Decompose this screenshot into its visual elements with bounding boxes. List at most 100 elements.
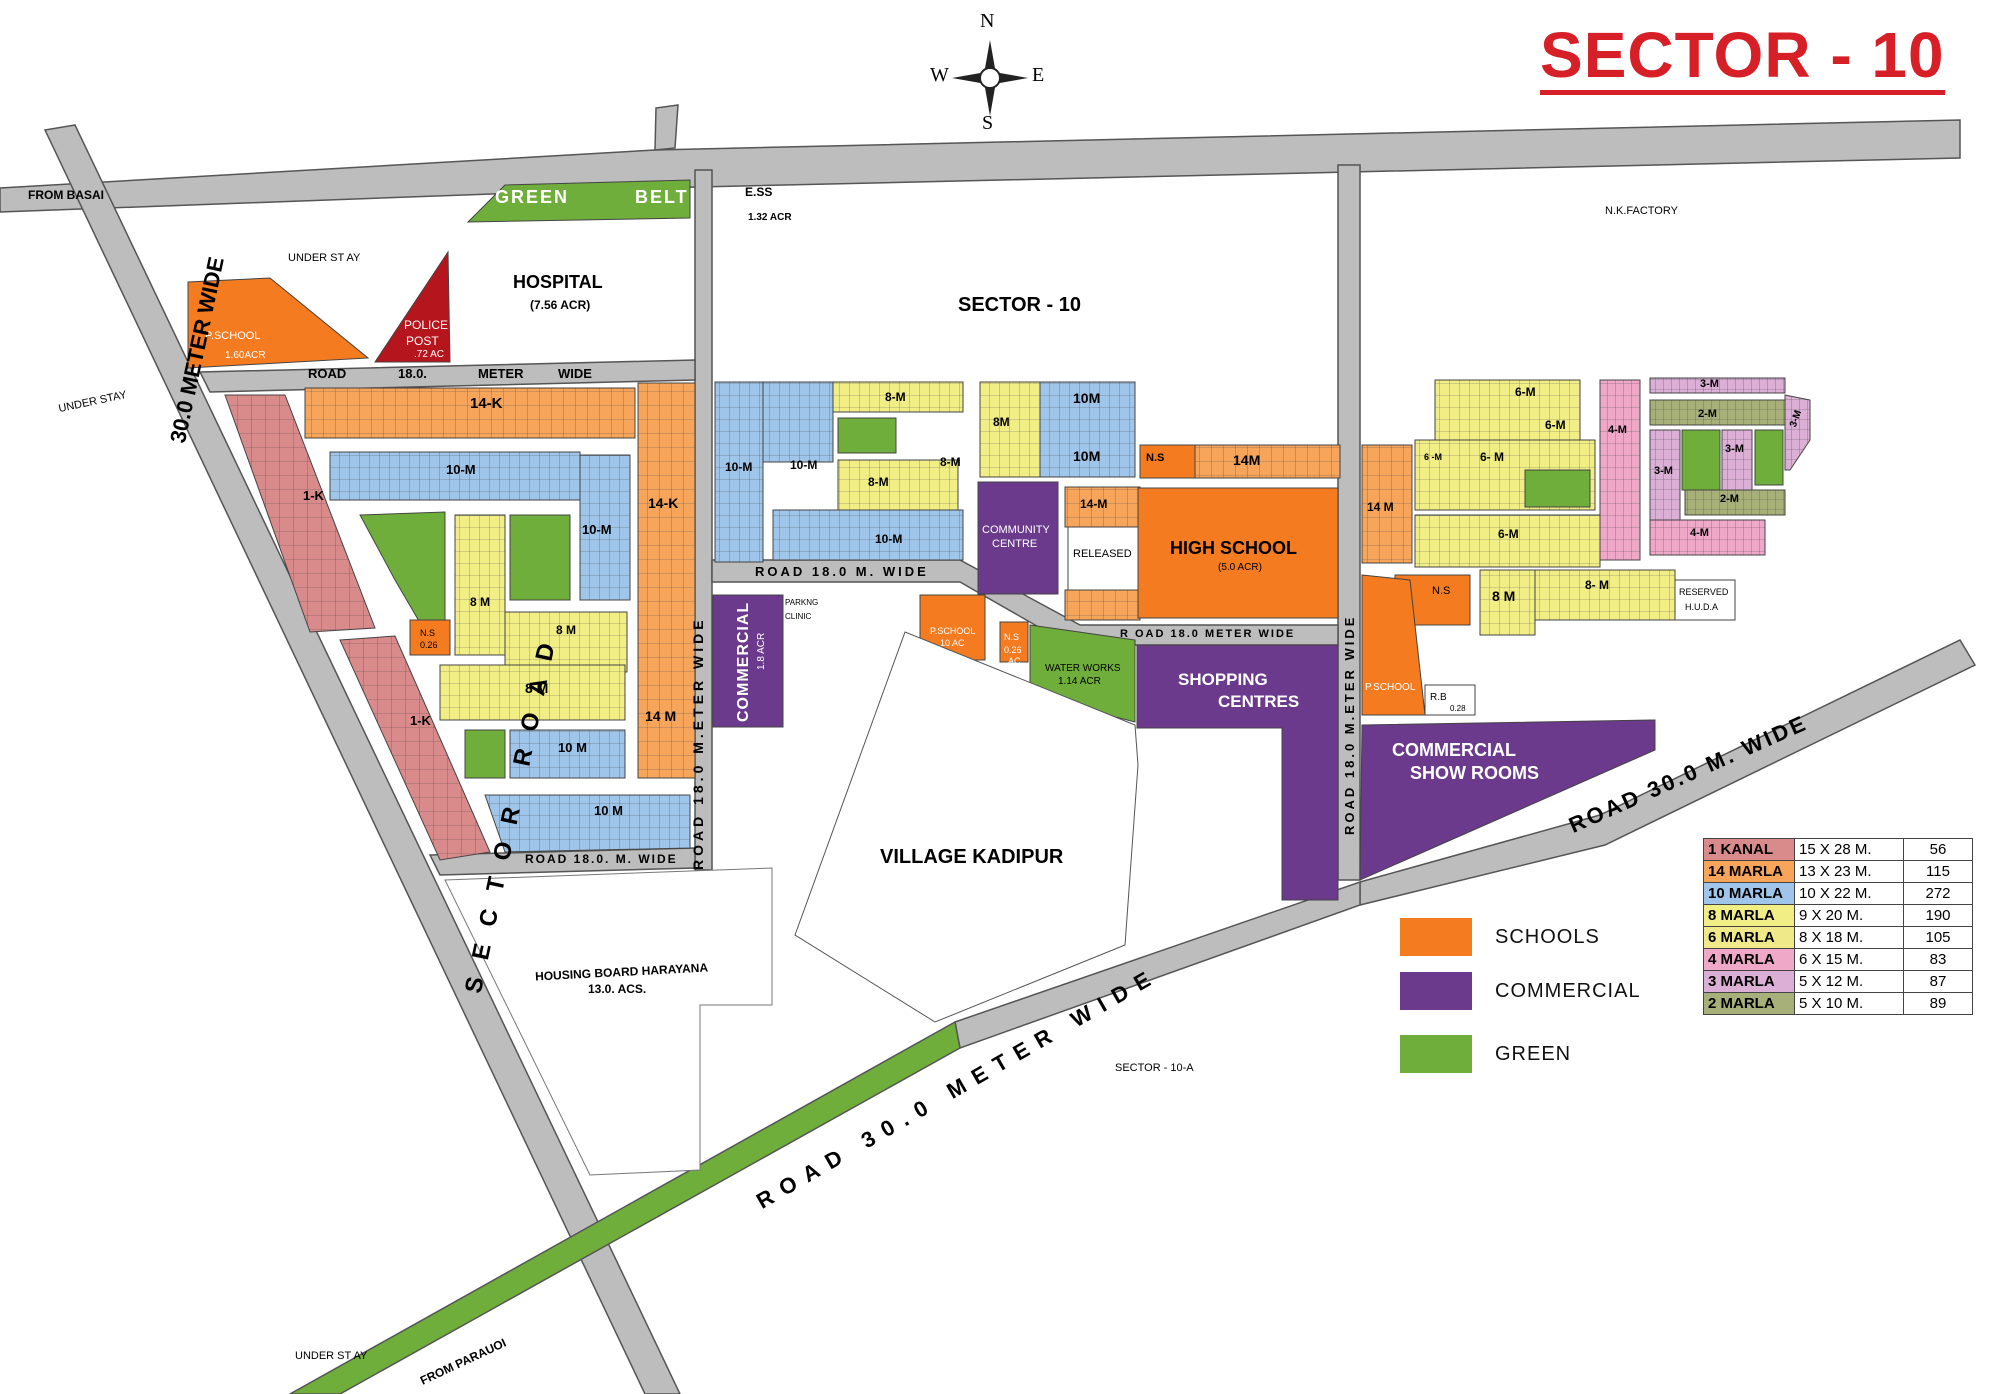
table-row: 6 MARLA 8 X 18 M. 105 — [1703, 926, 1973, 949]
plot-type: 8 MARLA — [1703, 904, 1795, 927]
label-comm-show-1: COMMERCIAL — [1392, 740, 1516, 760]
shopping-area — [1136, 644, 1339, 901]
compass-s: S — [982, 112, 994, 134]
block-label: 8M — [993, 415, 1010, 429]
block-label: 6- M — [1480, 450, 1504, 464]
label-parking: PARKNG — [785, 598, 819, 607]
label-road-mid-h: ROAD 18.0 M. WIDE — [755, 564, 929, 579]
plots-10m-i — [1064, 589, 1141, 621]
green-belt-road-south-green — [288, 1020, 961, 1394]
plot-type: 10 MARLA — [1703, 882, 1795, 905]
plots-10m-d — [484, 794, 691, 853]
label-green-belt-1: GREEN — [495, 187, 570, 207]
label-ess: E.SS — [745, 185, 773, 199]
plot-size-table: 1 KANAL 15 X 28 M. 56 14 MARLA 13 X 23 M… — [1703, 838, 1973, 1015]
roads — [0, 104, 1977, 1394]
label-road-right-v: ROAD 18.0 M.ETER WIDE — [1342, 614, 1357, 835]
plots-10m-f — [762, 381, 834, 463]
block-label: 14 M — [645, 708, 677, 724]
label-water-works-area: 1.14 ACR — [1058, 676, 1101, 687]
green-e — [1524, 469, 1591, 508]
block-label: 8-M — [885, 390, 906, 404]
table-row: 1 KANAL 15 X 28 M. 56 — [1703, 838, 1973, 861]
block-label: 10 M — [558, 740, 587, 755]
road-bottom-left — [428, 847, 696, 876]
plots-14k-top — [304, 387, 636, 439]
label-ns-2: N.S — [1432, 585, 1451, 597]
plot-size: 5 X 10 M. — [1794, 992, 1904, 1015]
label-water-works: WATER WORKS — [1045, 663, 1121, 674]
label-high-school: HIGH SCHOOL — [1170, 538, 1298, 558]
label-pschool-2: P.SCHOOL — [930, 626, 976, 636]
rb-area — [1424, 684, 1476, 716]
kanal-strip-b — [339, 635, 491, 861]
plot-type: 4 MARLA — [1703, 948, 1795, 971]
plots-8m-h — [1479, 569, 1536, 636]
table-row: 14 MARLA 13 X 23 M. 115 — [1703, 860, 1973, 883]
block-label: 8 M — [470, 595, 491, 609]
compass-e: E — [1032, 64, 1045, 86]
plot-count: 83 — [1903, 948, 1973, 971]
plots-3m-b — [1649, 429, 1681, 521]
plot-type: 6 MARLA — [1703, 926, 1795, 949]
green-g — [1754, 429, 1784, 486]
road-basai-stub — [654, 104, 679, 151]
plots-6m-a — [1434, 379, 1581, 441]
road-top-inner — [198, 359, 696, 393]
legend-label-commercial: COMMERCIAL — [1495, 980, 1641, 1002]
label-ns-left-area: 0.26 — [420, 640, 438, 650]
block-label: 8- M — [1585, 578, 1609, 592]
plots-10m-c — [509, 729, 626, 779]
label-released: RELEASED — [1073, 548, 1132, 560]
legend-swatch-schools — [1400, 918, 1472, 956]
block-label: 10-M — [725, 460, 753, 474]
plot-type: 14 MARLA — [1703, 860, 1795, 883]
legend-label-schools: SCHOOLS — [1495, 926, 1600, 948]
plots-10m-g — [772, 509, 964, 561]
label-under-stay-3: UNDER ST AY — [295, 1350, 368, 1362]
label-huda: H.U.D.A — [1685, 602, 1719, 612]
block-label: 10 M — [594, 803, 623, 818]
plots-14k-b — [637, 382, 696, 779]
plots-8m-i — [1534, 569, 1676, 621]
label-comm-show-2: SHOW ROOMS — [1410, 763, 1539, 783]
label-community-1: COMMUNITY — [982, 524, 1050, 536]
green-a — [509, 514, 571, 601]
table-row: 2 MARLA 5 X 10 M. 89 — [1703, 992, 1973, 1015]
plots-14m-d — [1361, 444, 1413, 564]
plot-count: 115 — [1903, 860, 1973, 883]
block-label: 8-M — [868, 475, 889, 489]
label-pschool-2-area: 10 AC — [940, 638, 965, 648]
plot-size: 5 X 12 M. — [1794, 970, 1904, 993]
table-row: 8 MARLA 9 X 20 M. 190 — [1703, 904, 1973, 927]
table-row: 4 MARLA 6 X 15 M. 83 — [1703, 948, 1973, 971]
block-label: 8 M — [1492, 588, 1516, 604]
legend-swatch-commercial — [1400, 972, 1472, 1010]
block-label: 6-M — [1515, 385, 1536, 399]
community-area — [977, 481, 1059, 595]
plot-size: 15 X 28 M. — [1794, 838, 1904, 861]
label-nk-factory: N.K.FACTORY — [1605, 205, 1678, 217]
plot-count: 190 — [1903, 904, 1973, 927]
plots-8m-c — [439, 664, 626, 721]
block-label: 3-M — [1654, 465, 1673, 477]
label-village: VILLAGE KADIPUR — [880, 846, 1064, 868]
plots-4m-b — [1649, 519, 1766, 556]
road-west-30m — [43, 124, 681, 1394]
plot-count: 105 — [1903, 926, 1973, 949]
block-label: 8 M — [556, 623, 577, 637]
plot-size: 8 X 18 M. — [1794, 926, 1904, 949]
plot-type: 3 MARLA — [1703, 970, 1795, 993]
ns-left — [409, 619, 451, 656]
label-housing-2: 13.0. ACS. — [588, 982, 647, 996]
block-label: 3-M — [1725, 443, 1744, 455]
plot-size: 6 X 15 M. — [1794, 948, 1904, 971]
label-road-bottom-left: ROAD 18.0. M. WIDE — [525, 852, 678, 866]
label-police-1: POLICE — [404, 318, 449, 332]
label-ns-1-area: 0.26 — [1004, 645, 1022, 655]
ns-mid-2 — [999, 621, 1029, 663]
plots-10m-b — [579, 454, 631, 601]
plot-size: 10 X 22 M. — [1794, 882, 1904, 905]
label-commercial-v-area: 1.8 ACR — [756, 632, 767, 670]
label-road-top-4: WIDE — [558, 366, 592, 381]
